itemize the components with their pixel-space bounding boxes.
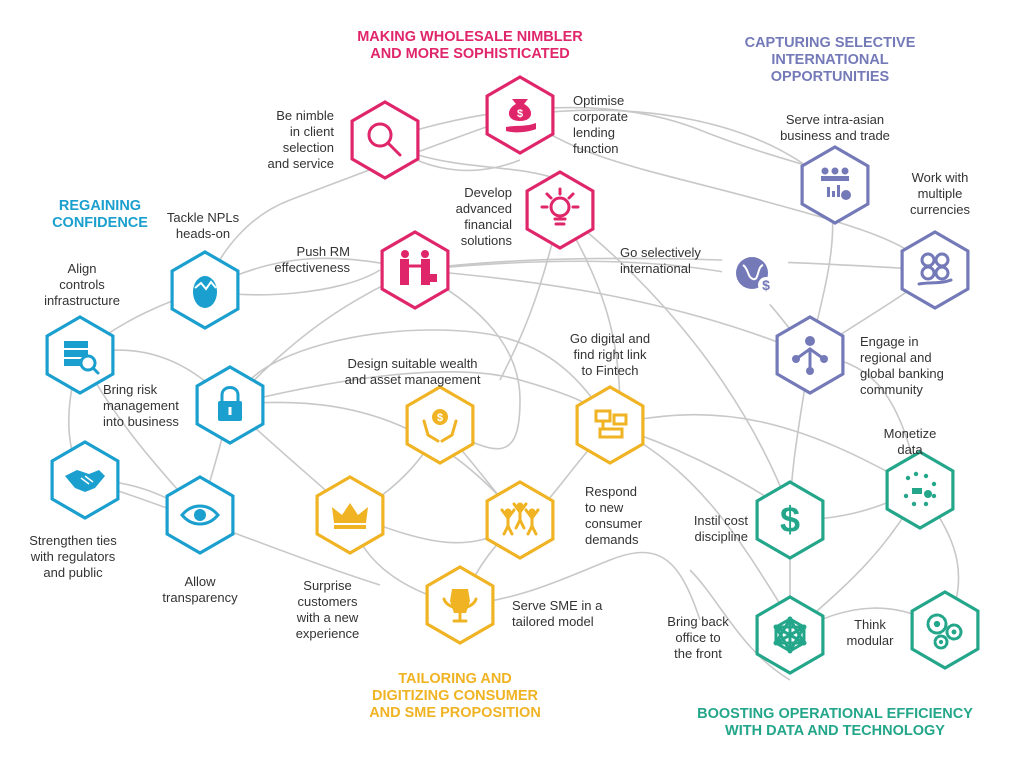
link xyxy=(414,260,741,276)
node-label-advanced-solutions: Develop advanced financial solutions xyxy=(455,185,512,248)
hands-money-icon: $ xyxy=(422,409,458,443)
node-push-rm xyxy=(380,230,450,310)
node-go-international: $ xyxy=(722,237,788,313)
link xyxy=(249,329,611,426)
link xyxy=(459,551,701,621)
node-risk-management xyxy=(195,365,265,445)
mesh-network-icon xyxy=(773,616,807,654)
link xyxy=(229,401,521,521)
hexagon xyxy=(900,230,970,310)
hexagon xyxy=(350,100,420,180)
node-label-surprise: Surprise customers with a new experience xyxy=(295,578,360,641)
node-label-be-nimble: Be nimble in client selection and servic… xyxy=(267,108,334,171)
node-label-risk-management: Bring risk management into business xyxy=(103,382,179,429)
node-label-transparency: Allow transparency xyxy=(162,574,238,605)
eye-icon xyxy=(180,504,220,526)
cracked-egg-icon xyxy=(193,276,217,308)
svg-text:$: $ xyxy=(437,412,443,424)
svg-text:$: $ xyxy=(762,277,770,293)
handshake-icon xyxy=(65,470,105,492)
hexagon xyxy=(525,170,595,250)
node-label-regulators: Strengthen ties with regulators and publ… xyxy=(29,533,117,580)
link xyxy=(689,569,791,681)
node-surprise xyxy=(315,475,385,555)
node-label-wealth: Design suitable wealth and asset managem… xyxy=(344,356,481,387)
link xyxy=(559,209,791,511)
node-intra-asian xyxy=(800,145,870,225)
node-optimise-lending: $ xyxy=(485,75,555,155)
node-label-banking-community: Engage in regional and global banking co… xyxy=(860,334,944,397)
dollar-icon: $ xyxy=(780,499,800,540)
money-bag-hand-icon: $ xyxy=(506,99,536,133)
node-label-back-office: Bring back office to the front xyxy=(667,614,729,661)
server-search-icon xyxy=(64,341,100,375)
lightbulb-icon xyxy=(540,187,580,226)
theme-title-international: CAPTURING SELECTIVE INTERNATIONAL OPPORT… xyxy=(744,35,916,85)
node-regulators xyxy=(50,440,120,520)
node-transparency xyxy=(165,475,235,555)
node-label-push-rm: Push RM effectiveness xyxy=(274,244,350,275)
node-label-monetize-data: Monetize data xyxy=(883,426,937,457)
globe-dollar-icon: $ xyxy=(736,257,774,293)
node-monetize-data xyxy=(885,450,955,530)
link xyxy=(519,109,831,186)
node-label-currencies: Work with multiple currencies xyxy=(910,170,970,217)
link xyxy=(417,154,561,181)
network-people-icon xyxy=(792,336,828,375)
data-flow-icon xyxy=(903,471,937,507)
node-label-align-controls: Align controls infrastructure xyxy=(44,261,120,308)
link xyxy=(609,413,921,491)
gears-icon xyxy=(926,613,963,650)
node-currencies xyxy=(900,230,970,310)
node-wealth: $ xyxy=(405,385,475,465)
theme-title-efficiency: BOOSTING OPERATIONAL EFFICIENCY WITH DAT… xyxy=(697,706,973,739)
node-consumer-demands xyxy=(485,480,555,560)
handshake-people-icon xyxy=(400,250,437,285)
hexagon xyxy=(800,145,870,225)
node-label-sme: Serve SME in a tailored model xyxy=(512,598,603,629)
node-label-intra-asian: Serve intra-asian business and trade xyxy=(780,112,890,143)
people-chart-icon xyxy=(821,167,851,200)
theme-title-consumer: TAILORING AND DIGITIZING CONSUMER AND SM… xyxy=(369,671,541,721)
node-label-digital-fintech: Go digital and find right link to Fintec… xyxy=(569,331,651,378)
currencies-icon xyxy=(917,252,953,286)
padlock-icon xyxy=(218,386,242,421)
hexagon xyxy=(575,385,645,465)
node-tackle-npl xyxy=(170,250,240,330)
link xyxy=(519,114,936,271)
node-banking-community xyxy=(775,315,845,395)
devices-icon xyxy=(594,409,628,439)
node-sme xyxy=(425,565,495,645)
magnifier-icon xyxy=(367,122,402,157)
node-label-go-international: Go selectively international xyxy=(620,245,701,276)
node-align-controls xyxy=(45,315,115,395)
theme-title-confidence: REGAINING CONFIDENCE xyxy=(52,198,148,231)
node-back-office xyxy=(755,595,825,675)
link xyxy=(204,114,521,291)
node-label-cost-discipline: Instil cost discipline xyxy=(693,513,748,544)
node-advanced-solutions xyxy=(525,170,595,250)
tailor-mannequin-icon xyxy=(442,589,478,623)
svg-text:$: $ xyxy=(780,499,800,540)
node-label-consumer-demands: Respond to new consumer demands xyxy=(585,484,643,547)
link xyxy=(84,479,381,586)
node-label-optimise-lending: Optimise corporate lending function xyxy=(573,93,628,156)
node-be-nimble xyxy=(350,100,420,180)
hexagon xyxy=(755,480,825,560)
node-cost-discipline: $ xyxy=(755,480,825,560)
link xyxy=(414,269,521,450)
svg-text:$: $ xyxy=(517,108,523,120)
link xyxy=(414,257,936,271)
theme-title-wholesale: MAKING WHOLESALE NIMBLER AND MORE SOPHIS… xyxy=(357,29,583,62)
hexagon xyxy=(380,230,450,310)
node-digital-fintech xyxy=(575,385,645,465)
link xyxy=(414,269,811,356)
node-modular xyxy=(910,590,980,670)
node-label-modular: Think modular xyxy=(846,617,894,648)
node-label-tackle-npl: Tackle NPLs heads-on xyxy=(166,210,240,241)
cheering-people-icon xyxy=(500,502,540,536)
crown-icon xyxy=(332,503,368,529)
